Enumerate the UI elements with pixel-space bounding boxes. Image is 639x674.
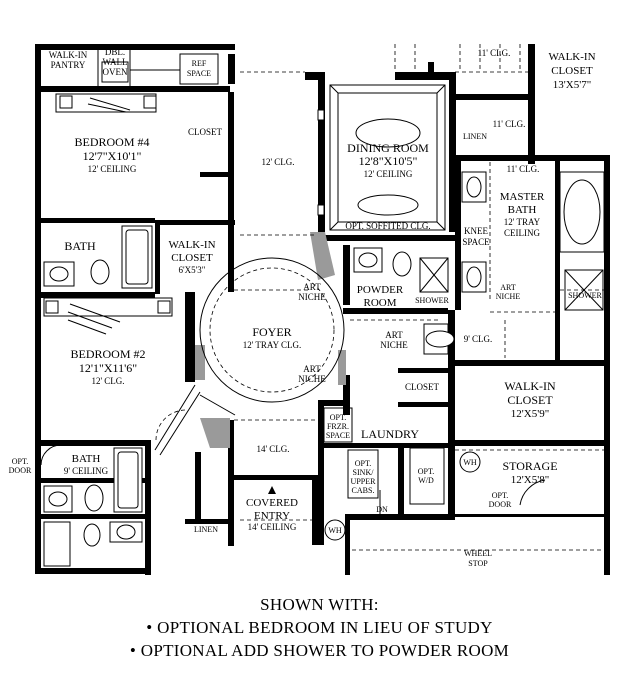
label-clg-11-top: 11' CLG. bbox=[478, 48, 511, 58]
powder-fixtures bbox=[353, 247, 449, 293]
caption-heading: SHOWN WITH: bbox=[260, 595, 379, 614]
lower-bath-fixtures bbox=[43, 447, 143, 567]
master-bath-fixtures bbox=[423, 171, 605, 355]
label-shower-powder: SHOWER bbox=[415, 296, 449, 305]
dining-room-drawing bbox=[317, 84, 446, 231]
label-opt-door-storage: OPT.DOOR bbox=[489, 491, 512, 509]
label-opt-wd: OPT.W/D bbox=[418, 467, 435, 485]
bed-bedroom4 bbox=[55, 93, 157, 113]
label-dn: DN bbox=[376, 505, 388, 514]
walls bbox=[35, 44, 610, 575]
caption-item: • OPTIONAL BEDROOM IN LIEU OF STUDY bbox=[146, 618, 493, 637]
label-linen-entry: LINEN bbox=[194, 525, 218, 534]
label-shower-master: SHOWER bbox=[568, 291, 602, 300]
label-opt-frzr: OPT.FRZR.SPACE bbox=[326, 413, 350, 440]
bullet: • bbox=[129, 641, 137, 660]
door-swings bbox=[40, 409, 546, 506]
bullet: • bbox=[146, 618, 153, 637]
foyer-circle bbox=[199, 257, 345, 403]
label-linen-master: LINEN bbox=[463, 132, 487, 141]
wall-shading bbox=[195, 232, 346, 448]
label-clg-11-mid: 11' CLG. bbox=[493, 119, 526, 129]
label-hall-clg: 12' CLG. bbox=[261, 157, 294, 167]
laundry-fixtures bbox=[323, 407, 481, 541]
label-wh-entry: WH bbox=[328, 526, 342, 535]
plan-caption: SHOWN WITH: • OPTIONAL BEDROOM IN LIEU O… bbox=[0, 593, 639, 662]
label-bath-top: BATH bbox=[64, 239, 96, 253]
bed-bedroom2 bbox=[43, 297, 173, 335]
label-opt-soffited: OPT. SOFFITED CLG. bbox=[345, 221, 430, 231]
label-clg-14: 14' CLG. bbox=[256, 444, 289, 454]
label-closet-laundry: CLOSET bbox=[405, 382, 440, 392]
label-closet-bedroom4: CLOSET bbox=[188, 127, 223, 137]
covered-entry-drawing bbox=[154, 384, 276, 494]
label-opt-door-left: OPT.DOOR bbox=[9, 457, 32, 475]
label-clg-11-low: 11' CLG. bbox=[507, 164, 540, 174]
label-wh-storage: WH bbox=[463, 458, 477, 467]
label-clg-9-hall: 9' CLG. bbox=[464, 334, 493, 344]
upper-bath-fixtures bbox=[43, 225, 153, 289]
caption-item: • OPTIONAL ADD SHOWER TO POWDER ROOM bbox=[129, 641, 510, 660]
label-laundry: LAUNDRY bbox=[361, 427, 419, 441]
dashed-lines bbox=[234, 44, 604, 551]
kitchen-fixtures bbox=[97, 44, 219, 86]
